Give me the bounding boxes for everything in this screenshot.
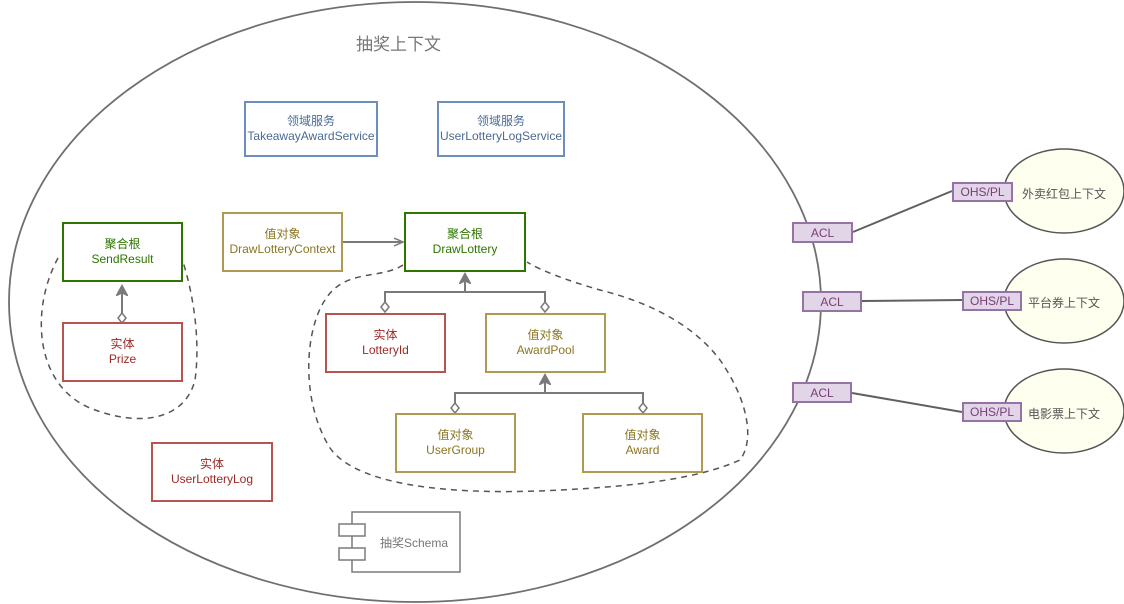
node-name-label: UserLotteryLog bbox=[170, 472, 254, 486]
value-object-draw-lottery-context[interactable]: 值对象 DrawLotteryContext bbox=[222, 212, 343, 272]
aggregation-diamond-awardpool bbox=[540, 300, 550, 314]
domain-service-user-lottery-log[interactable]: 领域服务 UserLotteryLogService bbox=[437, 101, 565, 157]
node-type-label: 实体 bbox=[110, 337, 135, 351]
node-type-label: 聚合根 bbox=[104, 237, 141, 251]
node-name-label: DrawLotteryContext bbox=[229, 242, 336, 256]
acl-platform-coupon[interactable]: ACL bbox=[802, 291, 862, 312]
value-object-user-group[interactable]: 值对象 UserGroup bbox=[395, 413, 516, 473]
node-name-label: Award bbox=[625, 443, 660, 457]
node-type-label: 值对象 bbox=[264, 227, 301, 241]
connector-children-to-awardpool bbox=[454, 392, 644, 403]
node-name-label: Prize bbox=[108, 352, 137, 366]
external-context-label-takeaway: 外卖红包上下文 bbox=[1022, 187, 1107, 201]
connector-acl-movie-ticket bbox=[851, 392, 963, 413]
external-context-label-platform-coupon: 平台券上下文 bbox=[1028, 296, 1101, 310]
aggregate-boundary-draw-lottery bbox=[308, 261, 749, 493]
node-type-label: 值对象 bbox=[527, 328, 564, 342]
ohs-pl-platform-coupon[interactable]: OHS/PL bbox=[962, 291, 1022, 311]
acl-movie-ticket[interactable]: ACL bbox=[792, 382, 852, 403]
aggregate-boundary-send-result bbox=[40, 257, 198, 420]
schema-component-port-top bbox=[338, 523, 366, 537]
connector-acl-platform-coupon bbox=[861, 299, 963, 302]
schema-component-port-bottom bbox=[338, 547, 366, 561]
node-type-label: 值对象 bbox=[624, 428, 661, 442]
schema-component-label: 抽奖Schema bbox=[380, 536, 449, 550]
value-object-award-pool[interactable]: 值对象 AwardPool bbox=[485, 313, 606, 373]
node-name-label: LotteryId bbox=[362, 343, 409, 357]
node-type-label: 聚合根 bbox=[446, 227, 483, 241]
entity-lottery-id[interactable]: 实体 LotteryId bbox=[325, 313, 446, 373]
schema-component-body bbox=[351, 511, 461, 573]
node-type-label: 领域服务 bbox=[476, 114, 525, 128]
node-type-label: 实体 bbox=[199, 457, 224, 471]
ohs-pl-takeaway[interactable]: OHS/PL bbox=[952, 182, 1013, 202]
aggregate-root-draw-lottery[interactable]: 聚合根 DrawLottery bbox=[404, 212, 526, 272]
entity-prize[interactable]: 实体 Prize bbox=[62, 322, 183, 382]
entity-user-lottery-log[interactable]: 实体 UserLotteryLog bbox=[151, 442, 273, 502]
node-name-label: SendResult bbox=[91, 252, 154, 266]
node-type-label: 领域服务 bbox=[286, 114, 335, 128]
node-name-label: AwardPool bbox=[516, 343, 575, 357]
node-name-label: TakeawayAwardService bbox=[247, 129, 375, 143]
domain-service-takeaway-award[interactable]: 领域服务 TakeawayAwardService bbox=[244, 101, 378, 157]
aggregation-diamond-lotteryid bbox=[380, 300, 390, 314]
value-object-award[interactable]: 值对象 Award bbox=[582, 413, 703, 473]
node-name-label: UserLotteryLogService bbox=[439, 129, 563, 143]
acl-takeaway[interactable]: ACL bbox=[792, 222, 853, 243]
ohs-pl-movie-ticket[interactable]: OHS/PL bbox=[962, 402, 1022, 422]
node-name-label: UserGroup bbox=[426, 443, 485, 457]
external-context-label-movie-ticket: 电影票上下文 bbox=[1028, 407, 1101, 421]
aggregate-root-send-result[interactable]: 聚合根 SendResult bbox=[62, 222, 183, 282]
node-name-label: DrawLottery bbox=[432, 242, 498, 256]
main-context-title: 抽奖上下文 bbox=[356, 35, 441, 54]
connector-acl-takeaway bbox=[852, 190, 953, 233]
node-type-label: 值对象 bbox=[437, 428, 474, 442]
node-type-label: 实体 bbox=[373, 328, 398, 342]
